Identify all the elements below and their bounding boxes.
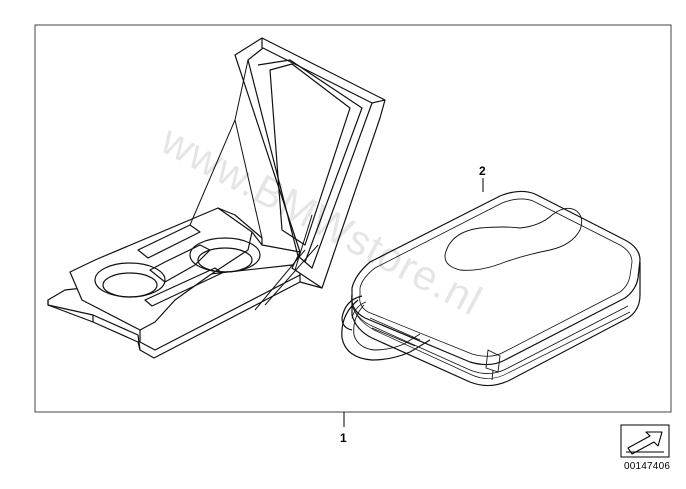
diagram-frame	[34, 24, 672, 413]
carry-bag-drawing	[341, 190, 641, 387]
document-number: 00147406	[624, 461, 671, 472]
arrow-symbol-icon	[620, 424, 670, 458]
cupholder-tray-drawing	[47, 37, 386, 359]
callout-1: 1	[340, 431, 347, 445]
callout-2: 2	[479, 164, 486, 178]
